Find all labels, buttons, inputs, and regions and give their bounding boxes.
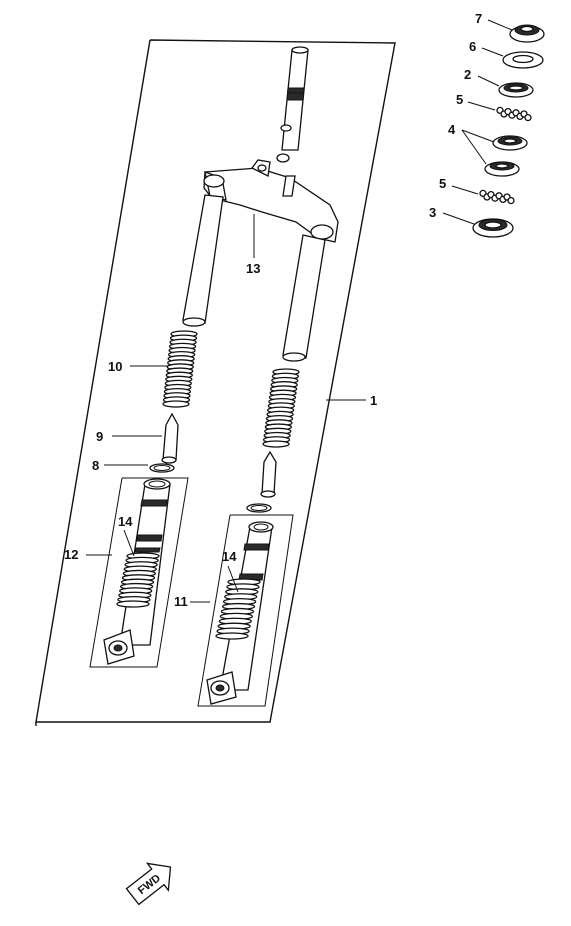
callout-10: 10 xyxy=(108,359,122,374)
callout-labels: 1 2 3 4 5 5 6 7 8 9 10 11 12 13 14 14 xyxy=(64,11,482,609)
right-spring xyxy=(262,368,300,448)
callout-4: 4 xyxy=(448,122,456,137)
steel-balls-lower xyxy=(479,189,515,205)
right-fork-tube xyxy=(282,234,326,362)
callout-11: 11 xyxy=(174,594,188,609)
assembly-frame xyxy=(35,39,396,723)
left-fork-tube xyxy=(182,194,224,327)
spring-coil xyxy=(116,600,150,608)
callout-12: 12 xyxy=(64,547,78,562)
under-bracket xyxy=(203,159,339,243)
spring-seat-right xyxy=(260,450,277,498)
callout-8: 8 xyxy=(92,458,99,473)
callout-14-left: 14 xyxy=(118,514,133,529)
ball-race-cover xyxy=(509,24,545,43)
callout-13: 13 xyxy=(246,261,260,276)
callout-1: 1 xyxy=(370,393,377,408)
steering-stem xyxy=(276,46,309,163)
callout-6: 6 xyxy=(469,39,476,54)
callout-9: 9 xyxy=(96,429,103,444)
washer xyxy=(502,51,544,69)
bottom-case-right-frame xyxy=(197,514,294,707)
ball-race-lower xyxy=(484,161,520,177)
bottom-case-left-frame xyxy=(89,477,189,668)
callout-14-right: 14 xyxy=(222,549,237,564)
callout-2: 2 xyxy=(464,67,471,82)
dust-boot-right xyxy=(215,578,261,640)
callout-5-lower: 5 xyxy=(439,176,446,191)
forward-arrow-icon: FWD xyxy=(125,862,172,906)
steel-balls-upper xyxy=(496,106,532,122)
spring-seat-left xyxy=(161,412,179,464)
upper-ball-race xyxy=(498,82,534,98)
ball-race-upper xyxy=(492,135,528,151)
lower-ball-race xyxy=(472,218,514,238)
callout-7: 7 xyxy=(475,11,482,26)
callout-3: 3 xyxy=(429,205,436,220)
steel-ball xyxy=(524,113,532,122)
leader-lines xyxy=(86,19,513,603)
spring-coil xyxy=(262,440,290,448)
callout-5-upper: 5 xyxy=(456,92,463,107)
dust-boot-left xyxy=(116,552,160,608)
spring-coil xyxy=(162,400,190,408)
left-spring xyxy=(162,330,198,408)
spring-coil xyxy=(215,632,249,640)
steel-ball xyxy=(507,196,515,205)
